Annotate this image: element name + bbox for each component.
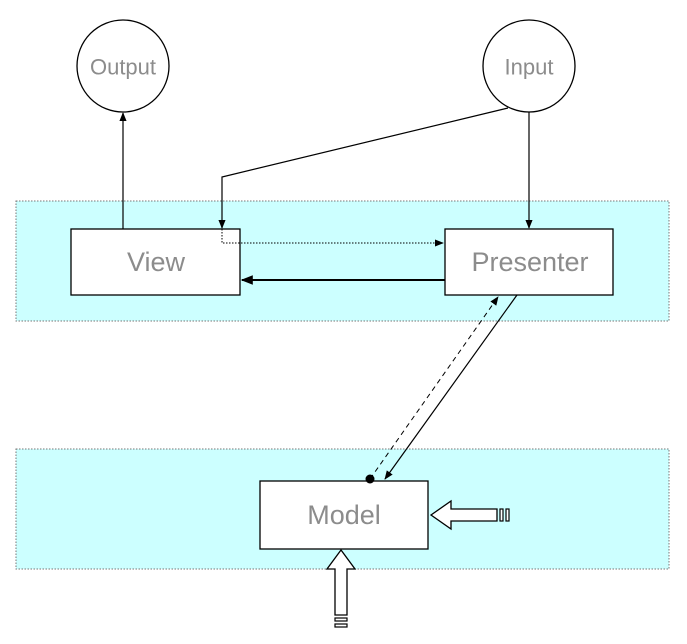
external-right-block-arrow (429, 499, 510, 531)
model-label: Model (307, 500, 381, 530)
presenter-label: Presenter (471, 247, 588, 277)
model-connector-dot (365, 474, 375, 484)
output-label: Output (90, 55, 156, 80)
view-node: View (70, 228, 241, 296)
external-bottom-block-arrow (325, 548, 357, 628)
input-to-view-arrow (218, 107, 509, 229)
input-node: Input (482, 19, 576, 113)
presenter-node: Presenter (444, 228, 614, 296)
view-label: View (127, 247, 186, 277)
presenter-to-model-arrow (384, 294, 518, 480)
input-label: Input (505, 55, 554, 80)
model-to-presenter-arrow (369, 296, 499, 480)
model-node: Model (259, 480, 429, 550)
output-node: Output (76, 19, 170, 113)
